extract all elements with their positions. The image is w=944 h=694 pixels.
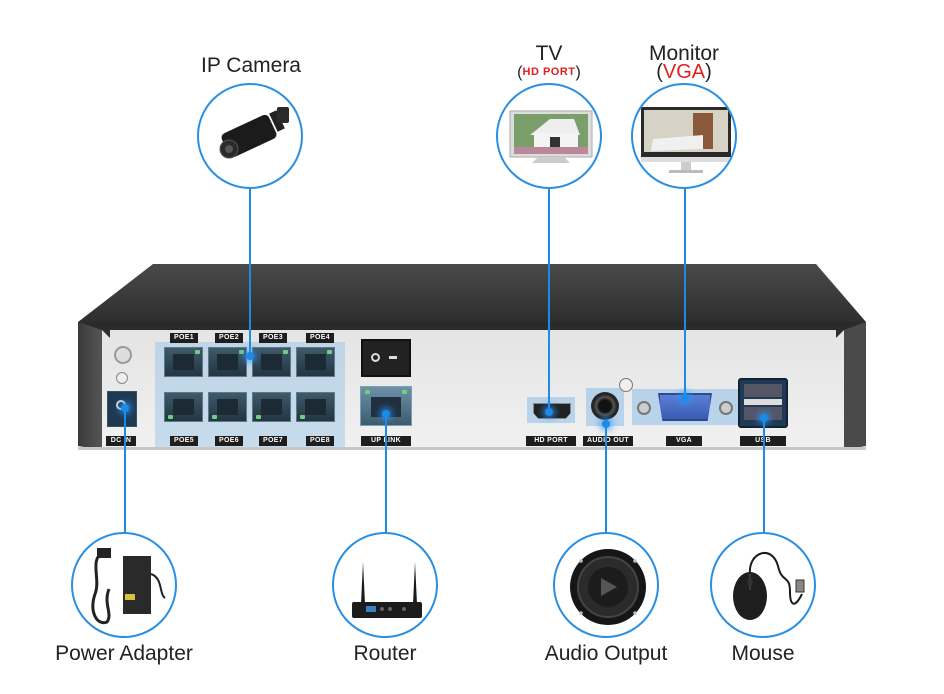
connector-dot (602, 420, 610, 428)
poe-port (164, 347, 203, 377)
device-circle (71, 532, 177, 638)
device-label: IP Camera (201, 54, 301, 77)
connector-dot (545, 408, 553, 416)
poe-tag: POE7 (259, 436, 287, 446)
device-label: Router (353, 642, 417, 665)
connector-dot (121, 404, 129, 412)
ground-screw-icon (114, 346, 132, 364)
connector-dot (681, 394, 689, 402)
vga-highlight: VGA (662, 61, 706, 83)
poe-port (296, 392, 335, 422)
connector-line-tv (548, 186, 550, 412)
nvr-right-side (844, 322, 866, 450)
poe-tag: POE8 (306, 436, 334, 446)
poe-tag: POE2 (215, 333, 243, 343)
device-label: Mouse (731, 642, 795, 665)
speaker-icon (570, 549, 646, 625)
nvr-left-side (78, 322, 102, 450)
connector-line-power (124, 408, 126, 534)
device-circle (710, 532, 816, 638)
connector-dot (246, 352, 254, 360)
poe-port (208, 347, 247, 377)
device-circle (631, 83, 737, 189)
device-sublabel: (HD PORT) (517, 64, 581, 81)
device-label: Monitor (648, 42, 720, 65)
hd-port-highlight: HD PORT (522, 66, 576, 78)
poe-port (252, 347, 291, 377)
poe-tag: POE3 (259, 333, 287, 343)
audio-out-port (586, 388, 624, 426)
connector-line-audio (605, 424, 607, 534)
device-circle (332, 532, 438, 638)
device-label: Power Adapter (55, 642, 193, 665)
router-icon (352, 562, 422, 618)
device-circle (197, 83, 303, 189)
connector-line-monitor (684, 186, 686, 398)
camera-icon (219, 107, 289, 159)
connector-dot (382, 410, 390, 418)
screw-icon (116, 372, 128, 384)
device-circle (496, 83, 602, 189)
device-label: TV (535, 42, 563, 65)
poe-tag: POE5 (170, 436, 198, 446)
mouse-icon (733, 552, 805, 620)
monitor-icon (641, 107, 731, 173)
nvr-top-lid (78, 264, 866, 322)
poe-port (208, 392, 247, 422)
poe-tag: POE1 (170, 333, 198, 343)
device-sublabel: (VGA) (656, 61, 712, 83)
power-adapter-icon (91, 548, 166, 625)
dc-in-tag: DC IN (106, 436, 136, 446)
vga-port (632, 389, 738, 425)
connector-dot (760, 414, 768, 422)
poe-port (164, 392, 203, 422)
screw-icon (619, 378, 633, 392)
device-circle (553, 532, 659, 638)
poe-tag: POE6 (215, 436, 243, 446)
poe-tag: POE4 (306, 333, 334, 343)
poe-port (296, 347, 335, 377)
vga-tag: VGA (666, 436, 702, 446)
tv-icon (509, 110, 593, 163)
device-label: Audio Output (544, 642, 668, 665)
connector-line-camera (249, 188, 251, 356)
hd-port-tag: HD PORT (526, 436, 576, 446)
connector-line-router (385, 414, 387, 534)
connector-line-mouse (763, 418, 765, 534)
power-switch (361, 339, 411, 377)
audio-out-tag: AUDIO OUT (583, 436, 633, 446)
poe-port (252, 392, 291, 422)
